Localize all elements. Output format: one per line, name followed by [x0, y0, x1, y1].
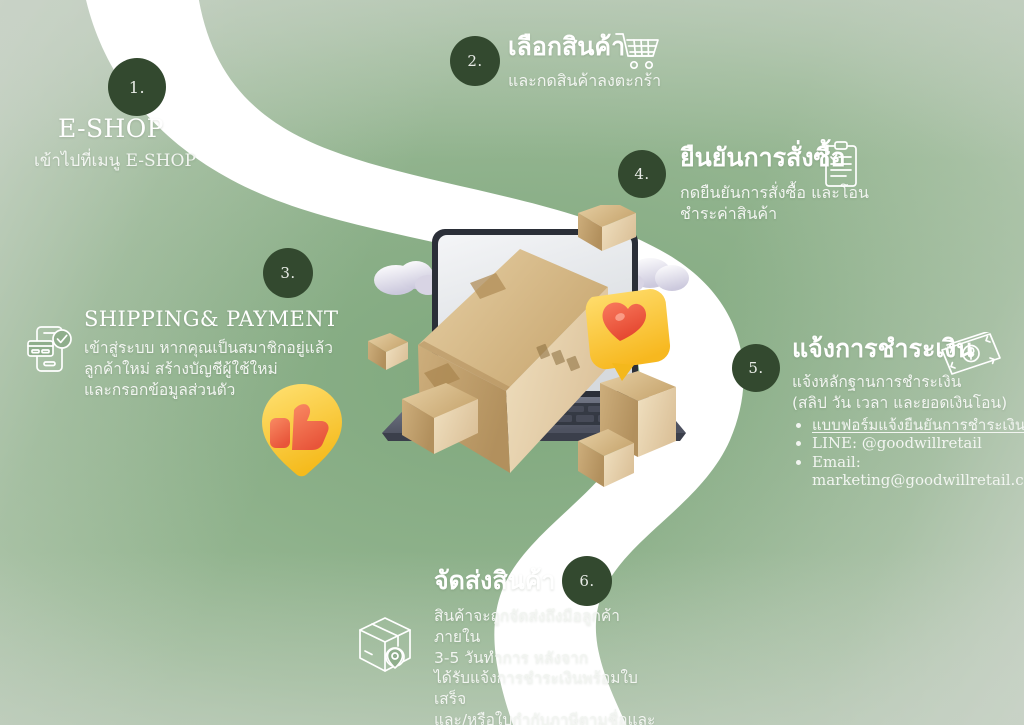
step-5-bullet-item[interactable]: Email:marketing@goodwillretail.co.th: [812, 453, 1024, 490]
banknotes-dollar-icon: [938, 329, 1004, 382]
step-5-bullet-label: แบบฟอร์มแจ้งยืนยันการชำระเงิน: [812, 416, 1024, 434]
step-5-bullet-continuation: marketing@goodwillretail.co.th: [812, 470, 1024, 489]
shopping-cart-icon: [614, 28, 662, 78]
floating-box-bottom-right-tall: [600, 371, 676, 457]
step-5-subtitle: แจ้งหลักฐานการชำระเงิน (สลิป วัน เวลา แล…: [792, 373, 1008, 412]
floating-box-bottom-left: [402, 383, 478, 454]
cloud-left: [374, 261, 441, 295]
package-location-icon: [354, 614, 416, 680]
step-5-bullet-list: แบบฟอร์มแจ้งยืนยันการชำระเงินLINE: @good…: [792, 416, 1024, 489]
step-1-title: E-SHOP: [58, 114, 164, 143]
step-5-bullet-item[interactable]: LINE: @goodwillretail: [812, 434, 1024, 452]
step-1-number-badge: 1.: [108, 58, 166, 116]
step-3-subtitle: เข้าสู่ระบบ หากคุณเป็นสมาชิกอยู่แล้ว ลูก…: [84, 339, 333, 399]
clipboard-check-icon: [822, 140, 862, 192]
step-4-subtitle: กดยืนยันการสั่งซื้อ และโอน ชำระค่าสินค้า: [680, 183, 869, 224]
step-4-number-badge: 4.: [618, 150, 666, 198]
step-4-title: ยืนยันการสั่งซื้อ: [680, 143, 846, 172]
mobile-payment-check-icon: [26, 324, 74, 378]
heart-reaction-bubble: [585, 289, 671, 381]
floating-box-left: [368, 333, 408, 370]
step-3-number-badge: 3.: [263, 248, 313, 298]
laptop-with-shipping-boxes-illustration: [320, 205, 720, 505]
step-2-subtitle: และกดสินค้าลงตะกร้า: [508, 71, 662, 90]
step-2-number-badge: 2.: [450, 36, 500, 86]
step-1-subtitle: เข้าไปที่เมนู E-SHOP: [34, 151, 196, 171]
step-6-title: จัดส่งสินค้า: [434, 566, 556, 595]
step-5-bullet-item[interactable]: แบบฟอร์มแจ้งยืนยันการชำระเงิน: [812, 416, 1024, 434]
phone-shopping-bag-icon: [206, 118, 260, 180]
thumbs-up-pin: [248, 378, 364, 490]
step-3-title: SHIPPING& PAYMENT: [84, 307, 339, 331]
step-6-subtitle: สินค้าจะถูกจัดส่งถึงมือลูกค้าภายใน 3-5 ว…: [434, 607, 656, 725]
step-5-title: แจ้งการชำระเงิน: [792, 334, 974, 363]
step-5-number-badge: 5.: [732, 344, 780, 392]
step-2-title: เลือกสินค้า: [508, 32, 626, 61]
step-6-number-badge: 6.: [562, 556, 612, 606]
step-5-bullet-label: LINE: @goodwillretail: [812, 434, 982, 453]
floating-box-top-right: [578, 205, 636, 251]
step-5-bullet-label: Email:: [812, 452, 861, 471]
floating-box-bottom-right-small: [578, 429, 634, 487]
